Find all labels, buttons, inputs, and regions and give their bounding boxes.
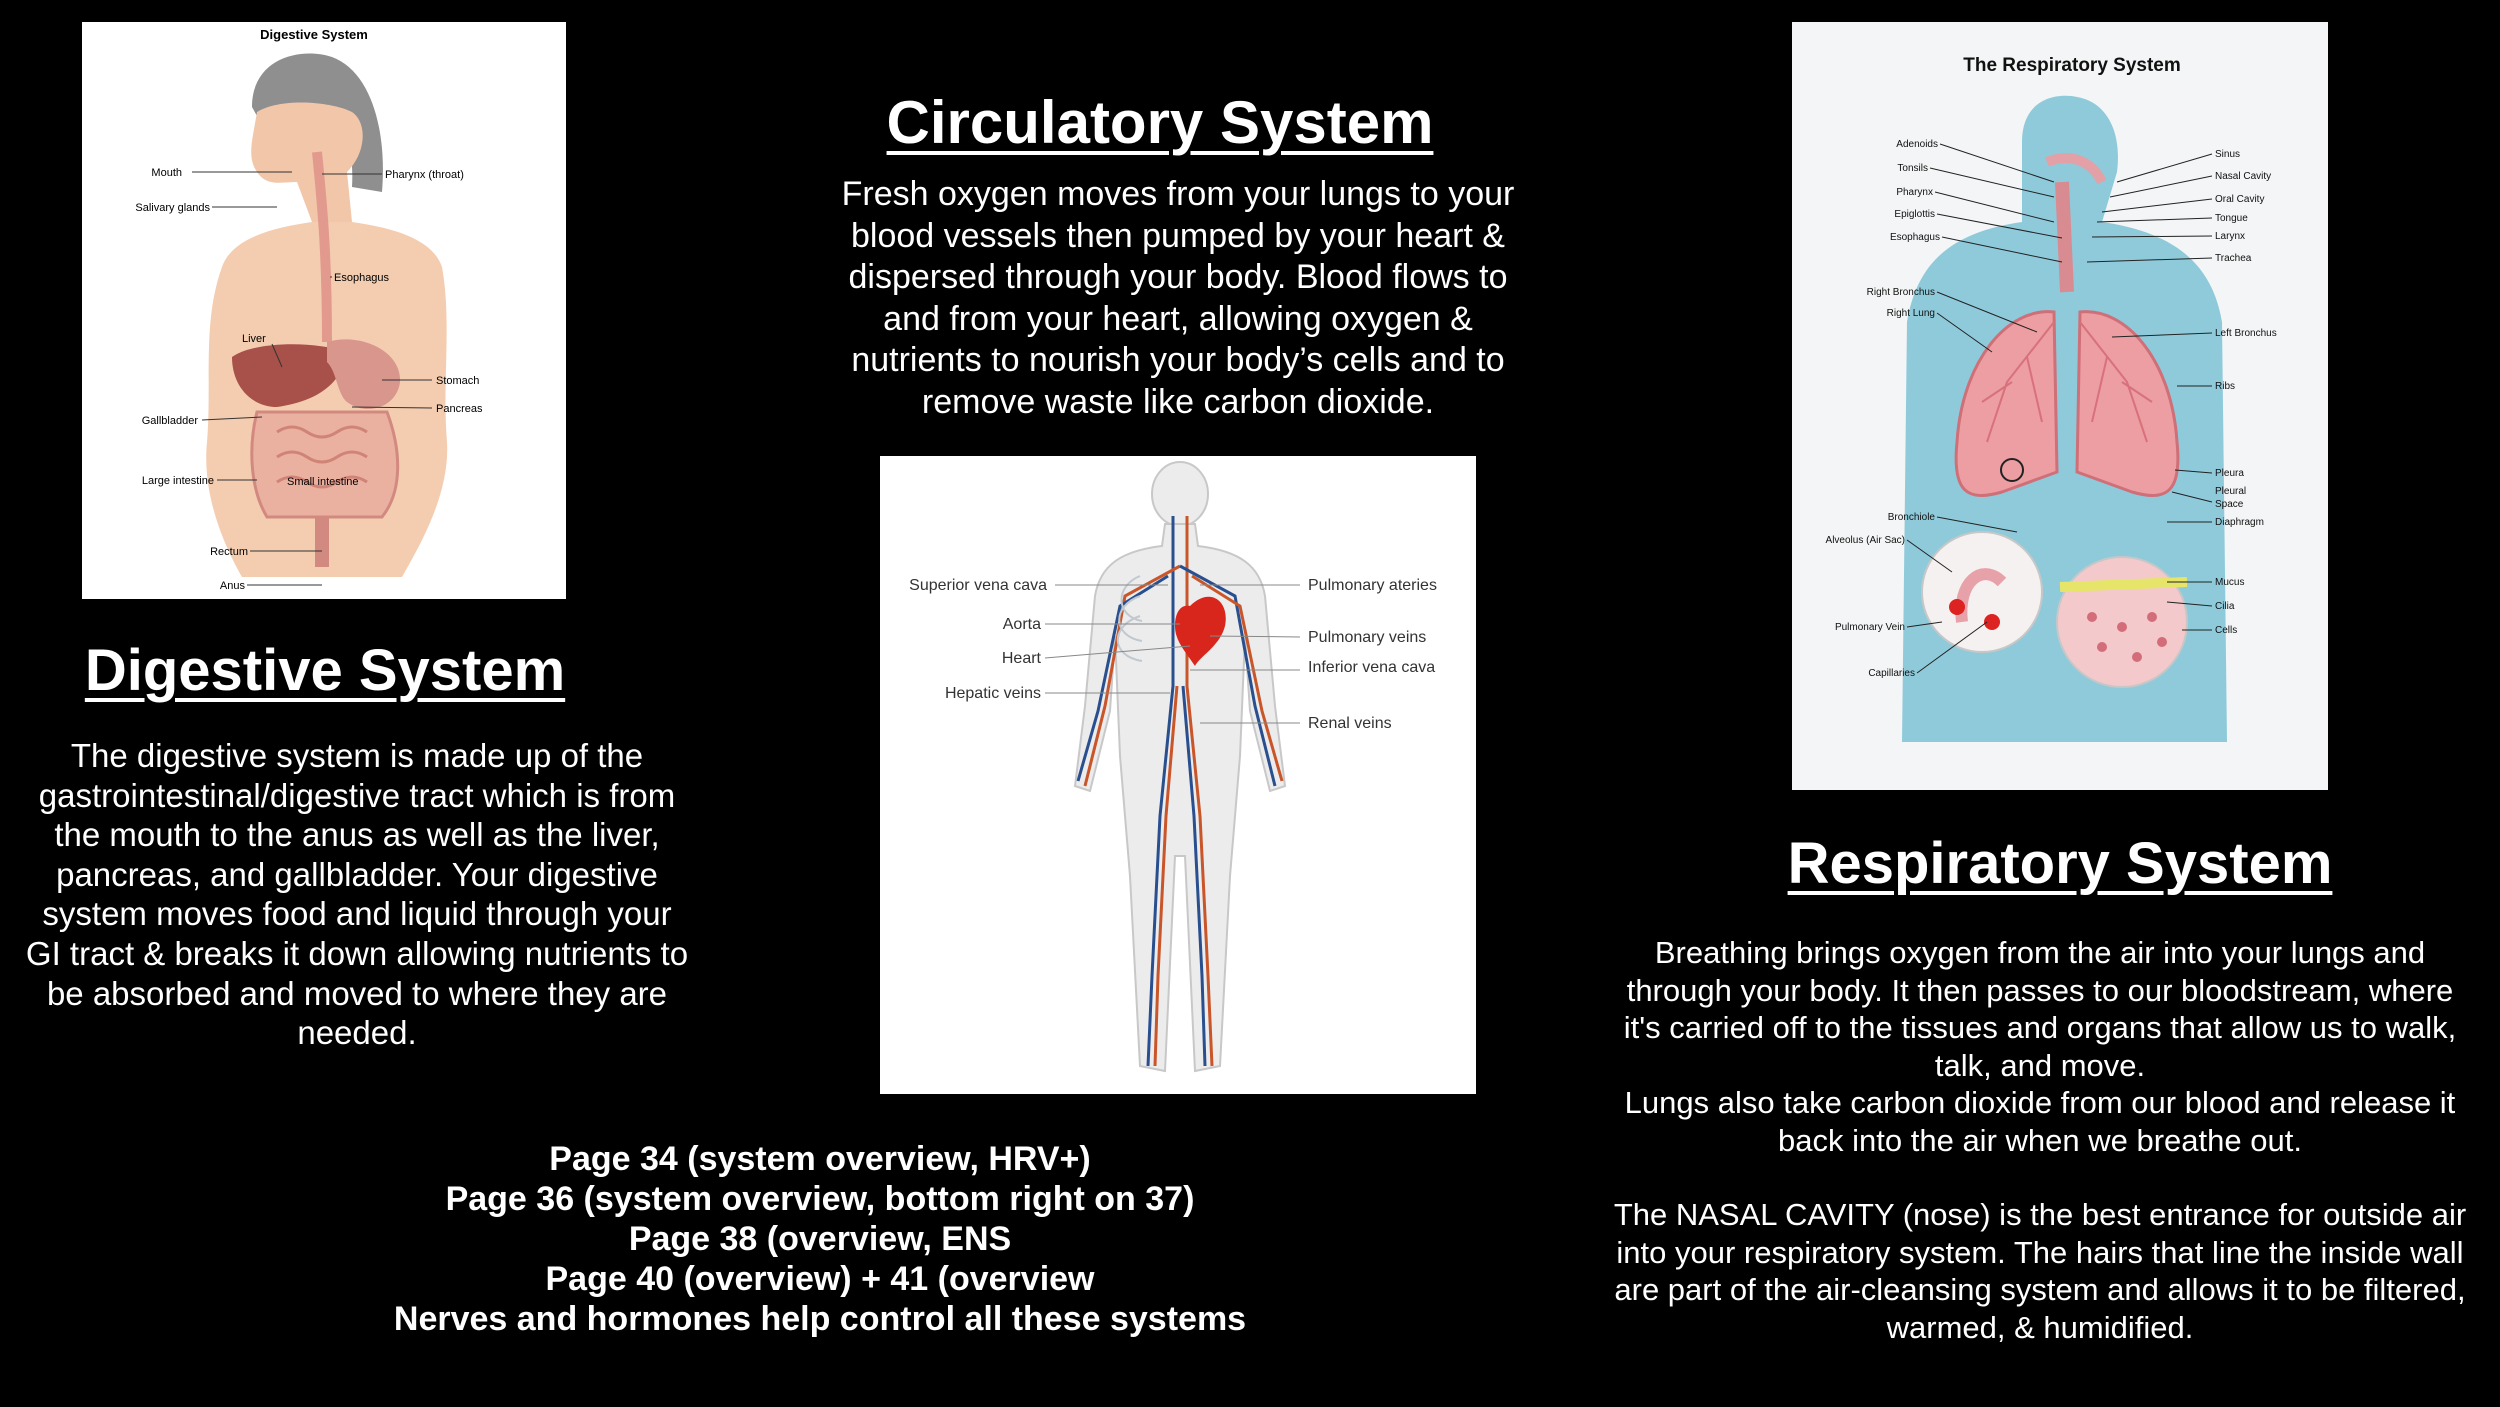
circulatory-label-heart: Heart <box>1002 650 1042 667</box>
stomach-shape <box>327 339 401 410</box>
digestive-label-pancreas: Pancreas <box>436 403 483 415</box>
resp-label-pharynx: Pharynx <box>1896 187 1933 198</box>
hair-shape <box>252 53 383 193</box>
resp-label-right-bronchus: Right Bronchus <box>1867 287 1935 298</box>
circulatory-system-image: Superior vena cava Aorta Heart Hepatic v… <box>880 456 1476 1094</box>
resp-label-ribs: Ribs <box>2215 381 2235 392</box>
circulatory-label-superior-vena-cava: Superior vena cava <box>909 577 1047 594</box>
digestive-label-anus: Anus <box>220 580 246 592</box>
resp-label-trachea: Trachea <box>2215 253 2252 264</box>
circulatory-label-aorta: Aorta <box>1003 616 1041 633</box>
circulatory-diagram: Superior vena cava Aorta Heart Hepatic v… <box>909 461 1437 1073</box>
circulatory-heading: Circulatory System <box>886 89 1434 156</box>
digestive-heading: Digestive System <box>84 638 566 703</box>
resp-label-cells: Cells <box>2215 625 2237 636</box>
resp-label-right-lung: Right Lung <box>1887 308 1935 319</box>
respiratory-paragraph-2: Lungs also take carbon dioxide from our … <box>1624 1085 2456 1158</box>
resp-label-larynx: Larynx <box>2215 231 2245 242</box>
digestive-text: The digestive system is made up of the g… <box>25 737 689 1052</box>
face-shape <box>251 102 363 222</box>
digestive-label-gallbladder: Gallbladder <box>142 415 199 427</box>
circulatory-label-pulmonary-ateries: Pulmonary ateries <box>1308 577 1437 594</box>
respiratory-system-image: The Respiratory System <box>1792 22 2328 790</box>
respiratory-text: Breathing brings oxygen from the air int… <box>1612 934 2468 1346</box>
body-silhouette <box>1073 461 1287 1073</box>
digestive-label-large-intestine: Large intestine <box>142 475 214 487</box>
circulatory-label-inferior-vena-cava: Inferior vena cava <box>1308 659 1435 676</box>
resp-label-diaphragm: Diaphragm <box>2215 517 2264 528</box>
resp-label-tonsils: Tonsils <box>1897 163 1928 174</box>
digestive-label-salivary: Salivary glands <box>135 202 210 214</box>
page-reference-line: Page 34 (system overview, HRV+) <box>549 1140 1091 1178</box>
resp-label-adenoids: Adenoids <box>1896 139 1938 150</box>
digestive-label-pharynx: Pharynx (throat) <box>385 169 464 181</box>
respiratory-heading: Respiratory System <box>1787 831 2333 896</box>
page-reference-line: Page 36 (system overview, bottom right o… <box>445 1180 1195 1218</box>
heart-shape <box>1175 596 1226 666</box>
esophagus-shape <box>312 151 332 343</box>
resp-label-capillaries: Capillaries <box>1868 668 1915 679</box>
resp-label-left-bronchus: Left Bronchus <box>2215 328 2277 339</box>
respiratory-image-title: The Respiratory System <box>1963 55 2181 76</box>
respiratory-paragraph-1: Breathing brings oxygen from the air int… <box>1623 935 2457 1083</box>
resp-label-mucus: Mucus <box>2215 577 2244 588</box>
liver-shape <box>232 344 347 407</box>
digestive-label-mouth: Mouth <box>151 167 182 179</box>
resp-label-alveolus: Alveolus (Air Sac) <box>1826 535 1905 546</box>
page-references: Page 34 (system overview, HRV+) Page 36 … <box>360 1139 1280 1339</box>
digestive-label-rectum: Rectum <box>210 546 248 558</box>
circulatory-label-renal-veins: Renal veins <box>1308 715 1392 732</box>
digestive-label-small-intestine: Small intestine <box>287 476 359 488</box>
digestive-label-esophagus: Esophagus <box>334 272 390 284</box>
digestive-label-liver: Liver <box>242 333 266 345</box>
intestine-shape <box>250 410 400 519</box>
resp-label-sinus: Sinus <box>2215 149 2240 160</box>
page-reference-line: Page 40 (overview) + 41 (overview <box>545 1260 1095 1298</box>
resp-label-nasal-cavity: Nasal Cavity <box>2215 171 2271 182</box>
alveolus-detail <box>1921 531 2043 653</box>
circulatory-text: Fresh oxygen moves from your lungs to yo… <box>841 175 1515 421</box>
resp-label-bronchiole: Bronchiole <box>1888 512 1936 523</box>
resp-label-cilia: Cilia <box>2215 601 2235 612</box>
resp-label-pulmonary-vein: Pulmonary Vein <box>1835 622 1905 633</box>
trachea-shape <box>2055 181 2074 293</box>
page-reference-line: Page 38 (overview, ENS <box>628 1220 1012 1258</box>
small-intestine-folds <box>276 425 368 489</box>
digestive-system-image: Digestive System <box>82 22 566 599</box>
resp-label-tongue: Tongue <box>2215 213 2248 224</box>
respiratory-paragraph-3: The NASAL CAVITY (nose) is the best entr… <box>1613 1197 2467 1345</box>
right-lung-shape <box>1954 310 2059 497</box>
circulatory-label-pulmonary-veins: Pulmonary veins <box>1308 629 1426 646</box>
resp-label-pleura: Pleura <box>2215 468 2244 479</box>
resp-label-oral-cavity: Oral Cavity <box>2215 194 2264 205</box>
respiratory-diagram: The Respiratory System <box>1826 55 2277 742</box>
circulatory-label-hepatic-veins: Hepatic veins <box>945 685 1041 702</box>
resp-label-esophagus: Esophagus <box>1890 232 1940 243</box>
resp-label-space: Space <box>2215 499 2244 510</box>
digestive-diagram: Digestive System <box>135 27 483 592</box>
resp-label-epiglottis: Epiglottis <box>1894 209 1935 220</box>
left-lung-shape <box>2075 310 2180 497</box>
digestive-label-stomach: Stomach <box>436 375 479 387</box>
page-reference-line: Nerves and hormones help control all the… <box>393 1300 1247 1338</box>
resp-label-pleural: Pleural <box>2215 486 2246 497</box>
digestive-image-title: Digestive System <box>260 27 368 42</box>
